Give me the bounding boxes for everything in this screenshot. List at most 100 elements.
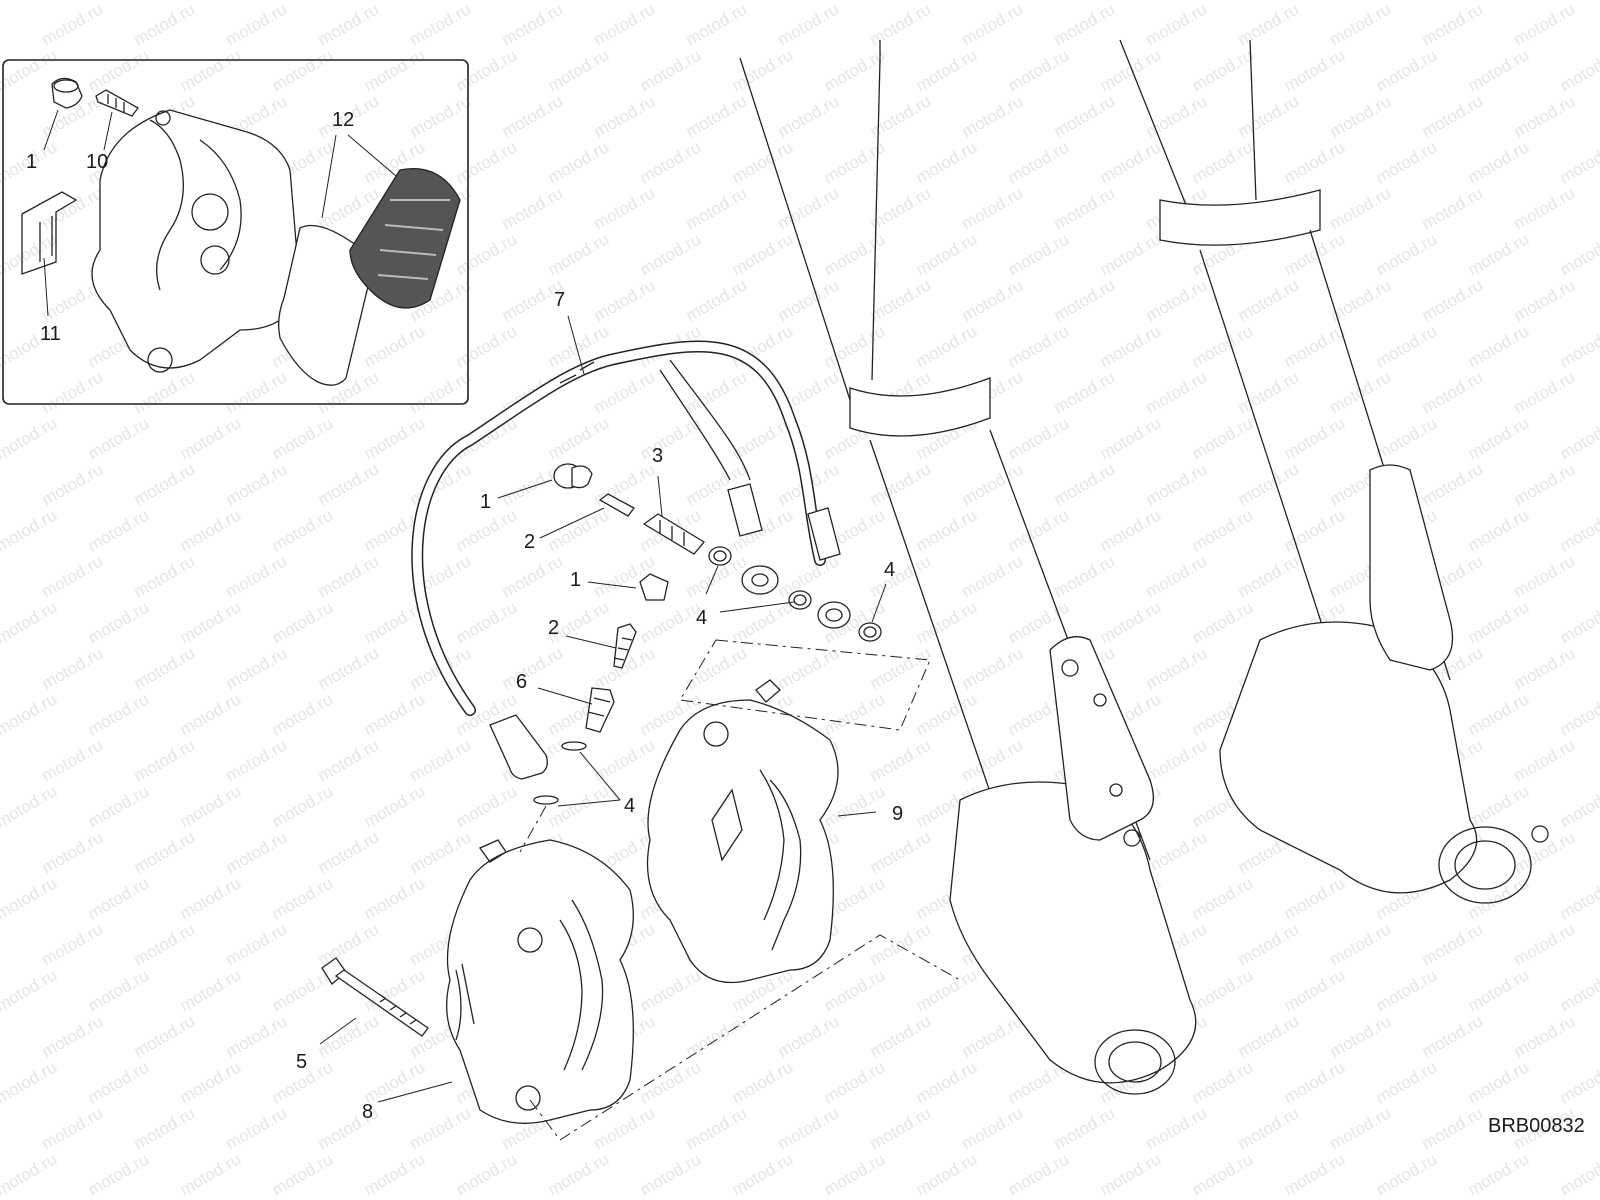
watermark-text: motod.ru bbox=[223, 735, 291, 785]
watermark-text: motod.ru bbox=[177, 45, 245, 95]
watermark-text: motod.ru bbox=[1557, 1149, 1600, 1199]
watermark-text: motod.ru bbox=[1373, 965, 1441, 1015]
watermark-text: motod.ru bbox=[1557, 873, 1600, 923]
watermark-text: motod.ru bbox=[1327, 275, 1395, 325]
inset-bleed-valve bbox=[95, 89, 139, 117]
watermark-text: motod.ru bbox=[1557, 781, 1600, 831]
watermark-text: motod.ru bbox=[913, 1149, 981, 1199]
watermark-text: motod.ru bbox=[1189, 137, 1257, 187]
watermark-text: motod.ru bbox=[1097, 137, 1165, 187]
watermark-text: motod.ru bbox=[913, 321, 981, 371]
watermark-text: motod.ru bbox=[1097, 229, 1165, 279]
watermark-text: motod.ru bbox=[1143, 275, 1211, 325]
watermark-text: motod.ru bbox=[85, 1057, 153, 1107]
watermark-text: motod.ru bbox=[1143, 643, 1211, 693]
watermark-text: motod.ru bbox=[591, 367, 659, 417]
label-1a: 1 bbox=[480, 491, 491, 513]
watermark-text: motod.ru bbox=[1005, 229, 1073, 279]
watermark-text: motod.ru bbox=[1373, 1149, 1441, 1199]
watermark-text: motod.ru bbox=[131, 735, 199, 785]
watermark-text: motod.ru bbox=[1419, 1011, 1487, 1061]
watermark-text: motod.ru bbox=[269, 873, 337, 923]
watermark-text: motod.ru bbox=[683, 183, 751, 233]
watermark-text: motod.ru bbox=[1511, 367, 1579, 417]
watermark-text: motod.ru bbox=[959, 1103, 1027, 1153]
watermark-text: motod.ru bbox=[1281, 413, 1349, 463]
watermark-text: motod.ru bbox=[775, 643, 843, 693]
watermark-text: motod.ru bbox=[39, 1103, 107, 1153]
watermark-text: motod.ru bbox=[1235, 459, 1303, 509]
watermark-text: motod.ru bbox=[1511, 919, 1579, 969]
watermark-text: motod.ru bbox=[1143, 0, 1211, 49]
watermark-text: motod.ru bbox=[1557, 505, 1600, 555]
watermark-text: motod.ru bbox=[1419, 1103, 1487, 1153]
watermark-text: motod.ru bbox=[131, 0, 199, 49]
watermark-text: motod.ru bbox=[0, 965, 60, 1015]
watermark-text: motod.ru bbox=[407, 827, 475, 877]
watermark-text: motod.ru bbox=[361, 689, 429, 739]
watermark-text: motod.ru bbox=[39, 551, 107, 601]
watermark-text: motod.ru bbox=[269, 597, 337, 647]
watermark-text: motod.ru bbox=[1419, 459, 1487, 509]
watermark-text: motod.ru bbox=[775, 0, 843, 49]
label-inset-1: 1 bbox=[26, 151, 37, 173]
watermark-text: motod.ru bbox=[177, 965, 245, 1015]
watermark-text: motod.ru bbox=[1235, 1011, 1303, 1061]
watermark-text: motod.ru bbox=[1511, 0, 1579, 49]
watermark-text: motod.ru bbox=[1189, 413, 1257, 463]
watermark-text: motod.ru bbox=[1373, 45, 1441, 95]
watermark-text: motod.ru bbox=[177, 413, 245, 463]
watermark-text: motod.ru bbox=[85, 45, 153, 95]
watermark-text: motod.ru bbox=[591, 735, 659, 785]
watermark-text: motod.ru bbox=[637, 597, 705, 647]
watermark-text: motod.ru bbox=[1373, 413, 1441, 463]
watermark-text: motod.ru bbox=[0, 229, 60, 279]
watermark-text: motod.ru bbox=[269, 45, 337, 95]
watermark-text: motod.ru bbox=[407, 91, 475, 141]
watermark-text: motod.ru bbox=[177, 597, 245, 647]
watermark-text: motod.ru bbox=[499, 91, 567, 141]
watermark-text: motod.ru bbox=[913, 1057, 981, 1107]
watermark-text: motod.ru bbox=[867, 0, 935, 49]
watermark-text: motod.ru bbox=[1465, 1057, 1533, 1107]
watermark-text: motod.ru bbox=[407, 735, 475, 785]
assembly-line-right bbox=[679, 639, 931, 731]
watermark-text: motod.ru bbox=[1373, 137, 1441, 187]
watermark-text: motod.ru bbox=[1189, 873, 1257, 923]
watermark-text: motod.ru bbox=[499, 643, 567, 693]
watermark-text: motod.ru bbox=[1005, 1149, 1073, 1199]
watermark-text: motod.ru bbox=[913, 597, 981, 647]
diagram-code: BRB00832 bbox=[1488, 1115, 1585, 1137]
leader-lines bbox=[319, 315, 887, 1103]
watermark-text: motod.ru bbox=[821, 1057, 889, 1107]
watermark-text: motod.ru bbox=[1557, 137, 1600, 187]
watermark-text: motod.ru bbox=[637, 229, 705, 279]
watermark-text: motod.ru bbox=[1327, 1103, 1395, 1153]
watermark-text: motod.ru bbox=[637, 1149, 705, 1199]
watermark-text: motod.ru bbox=[1097, 597, 1165, 647]
watermark-text: motod.ru bbox=[821, 45, 889, 95]
label-6: 6 bbox=[516, 671, 527, 693]
brake-hose bbox=[411, 340, 851, 780]
watermark-text: motod.ru bbox=[39, 367, 107, 417]
watermark-text: motod.ru bbox=[1511, 183, 1579, 233]
label-2b: 2 bbox=[548, 617, 559, 639]
watermark-text: motod.ru bbox=[85, 505, 153, 555]
inset-bleed-cap bbox=[51, 77, 83, 109]
watermark-text: motod.ru bbox=[1281, 1057, 1349, 1107]
watermark-text: motod.ru bbox=[39, 827, 107, 877]
watermark-text: motod.ru bbox=[177, 505, 245, 555]
label-1b: 1 bbox=[570, 569, 581, 591]
watermark-text: motod.ru bbox=[1511, 735, 1579, 785]
watermark-text: motod.ru bbox=[269, 781, 337, 831]
watermark-text: motod.ru bbox=[1051, 367, 1119, 417]
watermark-text: motod.ru bbox=[1235, 551, 1303, 601]
watermark-text: motod.ru bbox=[0, 1057, 60, 1107]
watermark-text: motod.ru bbox=[1419, 183, 1487, 233]
watermark-text: motod.ru bbox=[1465, 321, 1533, 371]
watermark-text: motod.ru bbox=[1005, 321, 1073, 371]
watermark-text: motod.ru bbox=[591, 275, 659, 325]
watermark-text: motod.ru bbox=[39, 643, 107, 693]
assembly-line-left bbox=[529, 934, 961, 1141]
watermark-text: motod.ru bbox=[361, 873, 429, 923]
